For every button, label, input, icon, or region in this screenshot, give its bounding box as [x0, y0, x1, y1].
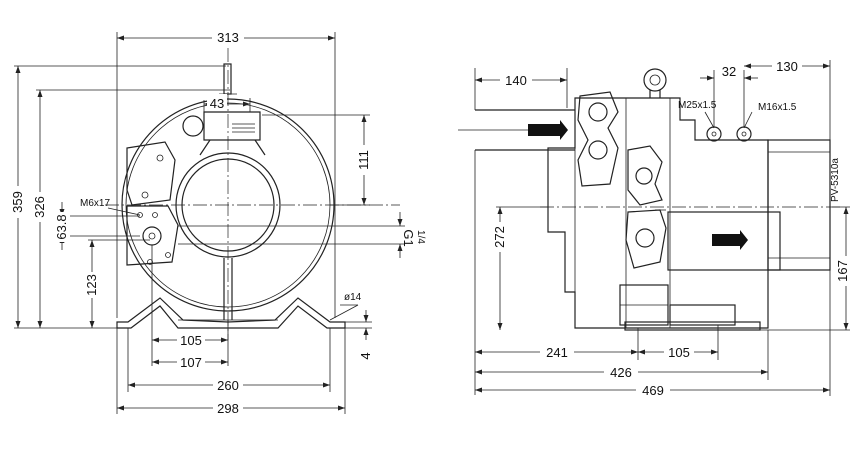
model-label: PV-5310a	[830, 158, 841, 202]
dim-326: 326	[32, 196, 47, 218]
dim-130: 130	[776, 59, 798, 74]
dim-105-front: 105	[180, 333, 202, 348]
dim-105-side: 105	[668, 345, 690, 360]
dim-167: 167	[835, 260, 850, 282]
thread-g-label: G1	[401, 229, 416, 246]
dim-32: 32	[722, 64, 736, 79]
dim-107: 107	[180, 355, 202, 370]
front-view: 313 43 359 326 111 G1 1/4 M6x17	[10, 30, 426, 416]
dim-4: 4	[358, 352, 373, 359]
port-m16-label: M16x1.5	[758, 102, 797, 113]
dim-241: 241	[546, 345, 568, 360]
dim-43: 43	[210, 96, 224, 111]
dim-272: 272	[492, 226, 507, 248]
dim-123: 123	[84, 274, 99, 296]
thread-m6-label: M6x17	[80, 198, 110, 209]
dim-469: 469	[642, 383, 664, 398]
side-view: 140 32 130 M25x1.5 M16x1.5 PV-5310a 272 …	[458, 59, 853, 398]
dim-426: 426	[610, 365, 632, 380]
dim-140: 140	[505, 73, 527, 88]
dim-111: 111	[356, 150, 371, 170]
thread-g-sub: 1/4	[415, 230, 426, 244]
dim-313: 313	[217, 30, 239, 45]
dim-260: 260	[217, 378, 239, 393]
dim-298: 298	[217, 401, 239, 416]
dim-359: 359	[10, 191, 25, 213]
port-m25-label: M25x1.5	[678, 100, 717, 111]
hole-dia-label: ø14	[344, 292, 362, 303]
dim-63-8: 63.8	[54, 214, 69, 239]
